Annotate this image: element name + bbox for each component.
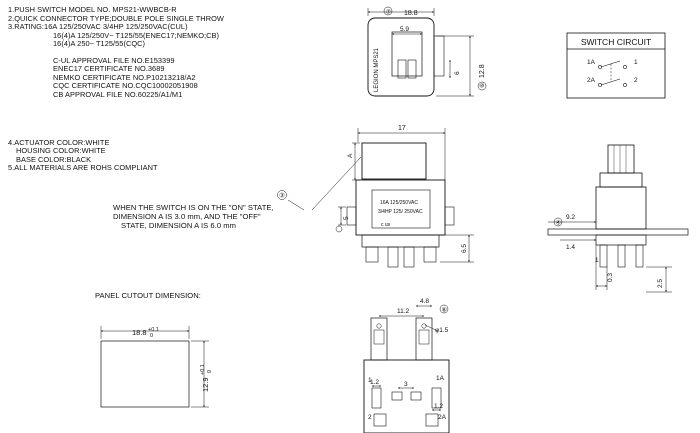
side-callout: ④ bbox=[556, 220, 561, 227]
front-dim-65: 6.5 bbox=[461, 244, 468, 253]
front-callout: ③ bbox=[279, 193, 285, 200]
spec-line-rating-cqc: 16(4)A 250~ T125/55(CQC) bbox=[53, 39, 146, 48]
front-view: 17 A 16A 125/250VAC 3/4HP 125/ 250VAC c … bbox=[277, 125, 474, 268]
side-dim-92: 9.2 bbox=[566, 214, 575, 221]
spec-line-rating-enec: 16(4)A 125/250V~ T125/55(ENEC17;NEMKO;CB… bbox=[53, 30, 220, 40]
bottom-terminal-2a: 2A bbox=[438, 414, 447, 421]
circuit-terminal-1: 1 bbox=[634, 59, 638, 66]
bottom-terminal-2: 2 bbox=[368, 414, 372, 421]
top-view: LEGION MPS21 ⑦ 18.8 5.9 6 ⑥ 12.8 bbox=[367, 6, 487, 97]
color-base: BASE COLOR:BLACK bbox=[16, 154, 92, 164]
front-width-dim: 17 bbox=[398, 125, 406, 132]
top-view-width-dim: 18.8 bbox=[404, 10, 418, 17]
panel-width-tol-up: +0.1 bbox=[148, 327, 159, 333]
approval-cb: CB APPROVAL FILE NO.60225/A1/M1 bbox=[53, 89, 183, 99]
panel-cutout-title: PANEL CUTOUT DIMENSION: bbox=[95, 291, 201, 300]
switch-circuit-title: SWITCH CIRCUIT bbox=[581, 37, 651, 47]
bottom-dim-15: φ1.5 bbox=[435, 327, 449, 334]
side-dim-03: 0.3 bbox=[607, 273, 614, 282]
top-view-label: LEGION MPS21 bbox=[374, 47, 380, 92]
bottom-dim-112: 11.2 bbox=[397, 308, 410, 315]
bottom-view: 11.2 4.8 ⑧ φ1.5 1.2 3 1.2 1A 2A 1 2 bbox=[363, 298, 450, 433]
bottom-terminal-1: 1 bbox=[368, 377, 372, 384]
spec-line-model: 1.PUSH SWITCH MODEL NO. MPS21-WWBCB-R bbox=[8, 5, 177, 14]
rohs-note: 5.ALL MATERIALS ARE ROHS COMPLIANT bbox=[8, 163, 158, 172]
bottom-dim-12a: 1.2 bbox=[370, 379, 379, 386]
side-dim-14: 1.4 bbox=[566, 244, 575, 251]
spec-line-rating: 3.RATING:16A 125/250VAC 3/4HP 125/250VAC… bbox=[8, 22, 188, 31]
top-view-height-dim: 12.8 bbox=[479, 64, 486, 78]
bottom-terminal-1a: 1A bbox=[436, 375, 445, 382]
note-on-state: WHEN THE SWITCH IS ON THE "ON" STATE, bbox=[113, 203, 274, 212]
side-view: 9.2 ④ 1.4 1 0.3 2.5 bbox=[547, 144, 689, 293]
bottom-dim-3: 3 bbox=[404, 381, 408, 388]
approval-cqc: CQC CERTIFICATE NO.CQC10002051908 bbox=[53, 81, 198, 90]
panel-width-tol-dn: 0 bbox=[150, 333, 153, 339]
spec-line-connector: 2.QUICK CONNECTOR TYPE;DOUBLE POLE SINGL… bbox=[8, 13, 224, 23]
panel-height-label: 12.9 bbox=[201, 377, 210, 392]
color-actuator: 4.ACTUATOR COLOR:WHITE bbox=[8, 137, 110, 147]
front-rating-1: 16A 125/250VAC bbox=[380, 200, 418, 206]
approval-enec: ENEC17 CERTIFICATE NO.3689 bbox=[53, 64, 165, 73]
top-view-width-callout: ⑦ bbox=[386, 9, 392, 16]
side-dim-1: 1 bbox=[595, 257, 599, 264]
note-dimension-a: DIMENSION A IS 3.0 mm, AND THE "OFF" bbox=[113, 212, 261, 221]
front-dim-5: 5 bbox=[343, 216, 350, 220]
top-view-inner-dim: 5.9 bbox=[400, 26, 409, 33]
circuit-terminal-2a: 2A bbox=[587, 77, 596, 84]
note-off-state: STATE, DIMENSION A IS 6.0 mm bbox=[121, 221, 237, 230]
circuit-terminal-2: 2 bbox=[634, 77, 638, 84]
approval-nemko: NEMKO CERTIFICATE NO.P10213218/A2 bbox=[53, 72, 196, 82]
panel-cutout-drawing: 18.8 +0.1 0 12.9 +0.1 0 bbox=[100, 326, 213, 408]
panel-width-label: 18.8 bbox=[132, 328, 147, 337]
front-rating-2: 3/4HP 125/ 250VAC bbox=[378, 209, 423, 215]
top-view-side-dim: 6 bbox=[454, 71, 461, 75]
circuit-terminal-1a: 1A bbox=[587, 59, 596, 66]
bottom-dim-48: 4.8 bbox=[420, 298, 429, 305]
front-dim-a: A bbox=[347, 153, 354, 158]
panel-height-tol-dn: 0 bbox=[207, 370, 213, 373]
side-dim-25: 2.5 bbox=[657, 279, 664, 288]
color-housing: HOUSING COLOR:WHITE bbox=[16, 146, 106, 155]
front-mark: c us bbox=[381, 222, 391, 228]
approval-cul: C-UL APPROVAL FILE NO.E153399 bbox=[53, 55, 175, 65]
switch-circuit: SWITCH CIRCUIT 1A 2A 1 2 bbox=[566, 32, 666, 99]
bottom-callout: ⑧ bbox=[442, 307, 447, 314]
bottom-dim-12b: 1.2 bbox=[434, 403, 443, 410]
top-view-height-callout: ⑥ bbox=[479, 83, 486, 88]
panel-cutout-rect bbox=[100, 340, 190, 408]
panel-height-tol-up: +0.1 bbox=[200, 364, 206, 375]
